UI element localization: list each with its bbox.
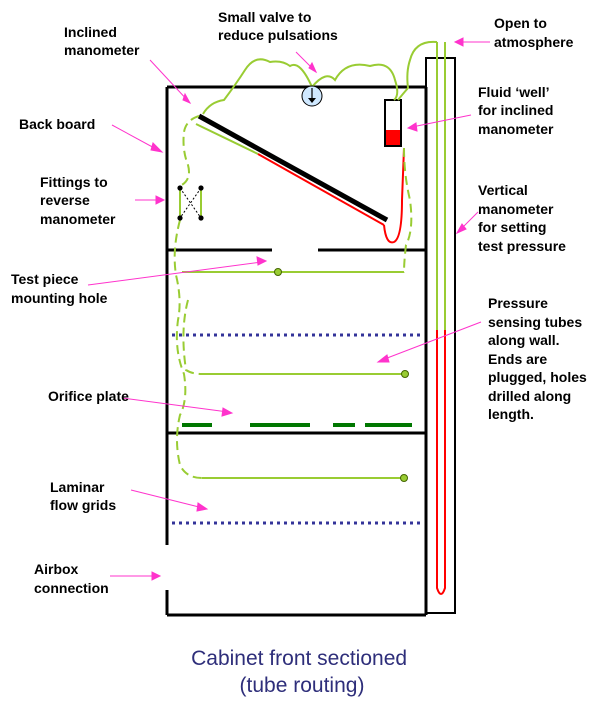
inclined-tube-fluid: [257, 153, 385, 226]
valve-to-well-tube: [311, 63, 399, 101]
label-test-piece: Test piece mounting hole: [11, 271, 108, 306]
label-fittings: Fittings to reverse manometer: [40, 174, 116, 227]
test-tube-end-cap: [274, 268, 282, 276]
pointer-orifice: [121, 397, 229, 413]
label-vertical-manometer: Vertical manometer for setting test pres…: [478, 182, 566, 254]
vertical-tube-fluid: [436, 330, 446, 595]
well-to-test-tube: [403, 147, 413, 274]
laminar-flow-grids: [172, 333, 422, 525]
pointer-laminar: [130, 489, 204, 509]
vertical-manometer-board: [425, 57, 456, 614]
pointer-fluid-well: [411, 114, 472, 128]
label-orifice-plate: Orifice plate: [48, 388, 129, 404]
label-fluid-well: Fluid ‘well’ for inclined manometer: [478, 84, 557, 137]
pointer-inclined: [149, 59, 191, 104]
fittings-cross-icon: [177, 185, 204, 221]
fittings-to-lower-tube: [173, 219, 203, 479]
valve-icon: [301, 85, 323, 107]
lower-tube-end-cap: [400, 474, 408, 482]
pointer-test-piece: [87, 261, 263, 286]
fluid-well-fill: [386, 130, 400, 145]
inclined-tube-air: [195, 123, 259, 155]
label-pressure-tubes: Pressure sensing tubes along wall. Ends …: [488, 295, 591, 422]
label-laminar-grids: Laminar flow grids: [50, 479, 116, 513]
label-open-atmosphere: Open to atmosphere: [494, 15, 574, 50]
fluid-return-tube: [383, 147, 405, 244]
vertical-manometer: [425, 42, 456, 614]
label-back-board: Back board: [19, 116, 95, 132]
inclined-manometer: [195, 99, 405, 244]
diagram-caption: Cabinet front sectioned (tube routing): [191, 647, 413, 697]
tube-to-atmosphere-junction: [397, 40, 438, 101]
label-airbox: Airbox connection: [34, 561, 109, 596]
label-inclined-manometer: Inclined manometer: [64, 24, 140, 58]
pointer-arrows: [87, 37, 490, 581]
valve-to-inclined-tube: [202, 58, 313, 115]
pointer-pressure: [381, 321, 482, 361]
inclined-manometer-board: [197, 113, 389, 223]
sensing-tube-ends: [274, 268, 409, 482]
inclined-to-fittings-tube: [179, 115, 200, 187]
cabinet-outline: [165, 85, 428, 617]
pointer-back-board: [111, 124, 159, 151]
label-small-valve: Small valve to reduce pulsations: [218, 9, 338, 43]
middle-tube-end-cap: [401, 370, 409, 378]
tube-routing: [173, 40, 438, 479]
middle-tube-riser: [182, 299, 203, 375]
